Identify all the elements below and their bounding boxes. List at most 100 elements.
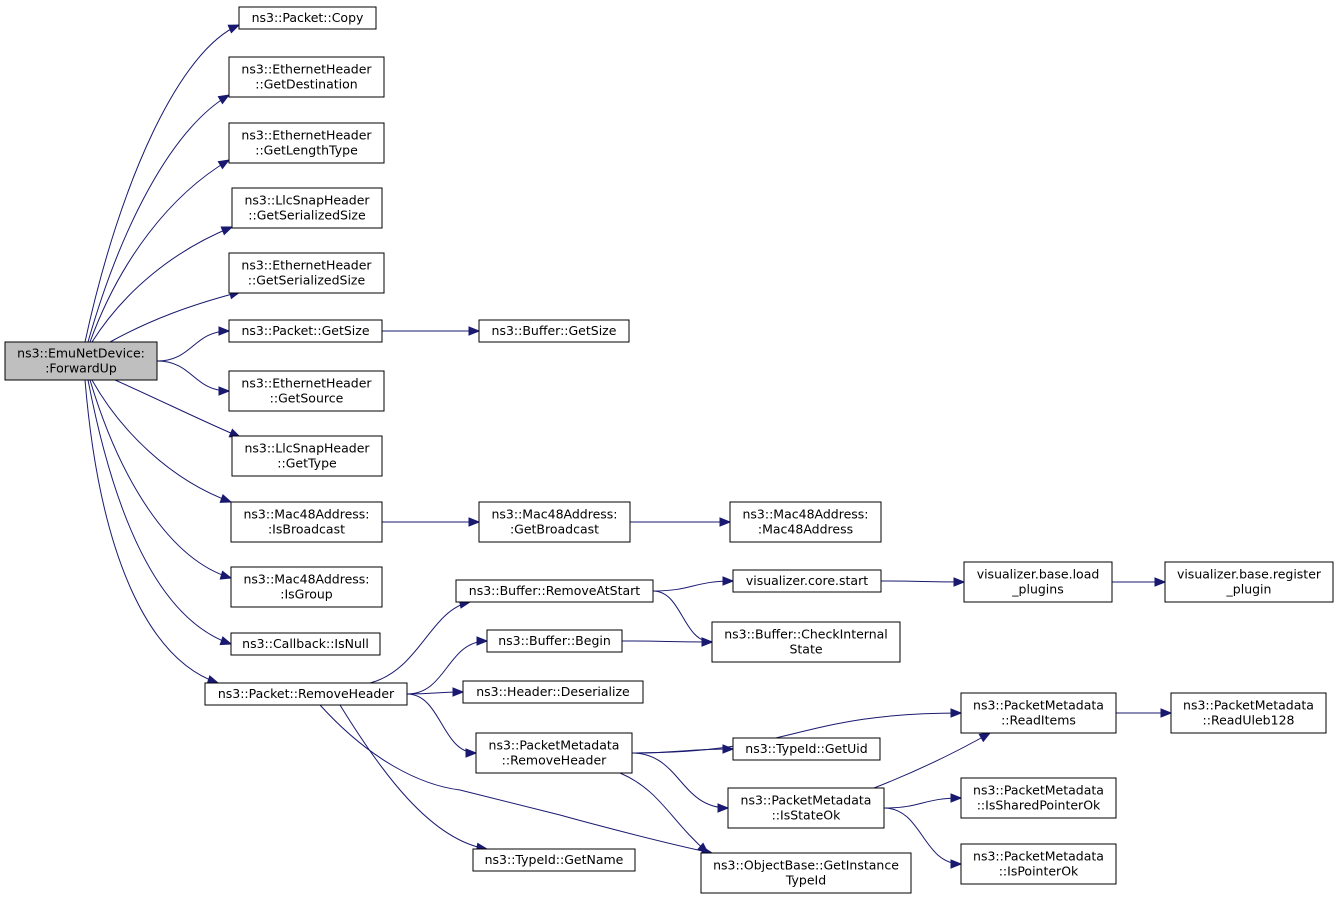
node-box[interactable] bbox=[1170, 692, 1327, 734]
node-box[interactable] bbox=[478, 501, 631, 543]
node-pmpo[interactable]: ns3::PacketMetadata::IsPointerOk bbox=[960, 843, 1117, 885]
edge-root-pgs bbox=[156, 326, 231, 362]
node-tgn[interactable]: ns3::TypeId::GetName bbox=[472, 848, 636, 872]
node-llcss[interactable]: ns3::LlcSnapHeader::GetSerializedSize bbox=[231, 187, 383, 229]
node-box[interactable] bbox=[228, 252, 385, 294]
node-llct[interactable]: ns3::LlcSnapHeader::GetType bbox=[231, 435, 383, 477]
arrowhead-icon bbox=[1154, 577, 1167, 587]
node-box[interactable] bbox=[230, 501, 383, 543]
node-label: ::GetSource bbox=[270, 391, 344, 406]
node-label: ns3::Mac48Address: bbox=[742, 507, 868, 522]
arrowhead-icon bbox=[468, 326, 481, 336]
edge-line bbox=[84, 379, 219, 684]
node-vcs[interactable]: visualizer.core.start bbox=[732, 569, 882, 593]
node-label: ns3::Buffer::GetSize bbox=[492, 323, 617, 338]
arrowhead-icon bbox=[217, 94, 231, 105]
node-pmru[interactable]: ns3::PacketMetadata::ReadUleb128 bbox=[1170, 692, 1327, 734]
node-pmrh[interactable]: ns3::PacketMetadata::RemoveHeader bbox=[475, 732, 633, 774]
node-bras[interactable]: ns3::Buffer::RemoveAtStart bbox=[455, 579, 654, 603]
node-bgs[interactable]: ns3::Buffer::GetSize bbox=[478, 319, 630, 343]
arrowhead-icon bbox=[1160, 708, 1173, 718]
node-box[interactable] bbox=[727, 787, 885, 829]
node-pmri[interactable]: ns3::PacketMetadata::ReadItems bbox=[960, 692, 1117, 734]
edge-line bbox=[883, 797, 962, 809]
node-box[interactable] bbox=[230, 632, 381, 656]
node-ehlt[interactable]: ns3::EthernetHeader::GetLengthType bbox=[228, 122, 385, 164]
node-tgu[interactable]: ns3::TypeId::GetUid bbox=[732, 737, 881, 761]
node-cbnull[interactable]: ns3::Callback::IsNull bbox=[230, 632, 381, 656]
node-box[interactable] bbox=[4, 341, 158, 381]
node-label: ns3::EthernetHeader bbox=[241, 128, 372, 143]
node-box[interactable] bbox=[472, 848, 636, 872]
edge-root-cbnull bbox=[87, 379, 233, 646]
arrowhead-icon bbox=[219, 493, 233, 503]
node-box[interactable] bbox=[462, 680, 644, 704]
node-box[interactable] bbox=[455, 579, 654, 603]
node-box[interactable] bbox=[960, 777, 1117, 819]
node-label: ns3::PacketMetadata bbox=[741, 793, 872, 808]
node-box[interactable] bbox=[228, 56, 385, 98]
node-box[interactable] bbox=[711, 621, 901, 663]
node-label: TypeId bbox=[785, 873, 826, 888]
edge-macib-macgb bbox=[382, 517, 481, 527]
node-box[interactable] bbox=[1164, 561, 1334, 603]
edge-line bbox=[406, 640, 488, 695]
node-box[interactable] bbox=[478, 319, 630, 343]
edge-macgb-macctor bbox=[630, 517, 732, 527]
node-pmsp[interactable]: ns3::PacketMetadata::IsSharedPointerOk bbox=[960, 777, 1117, 819]
edge-bras-bci bbox=[652, 590, 714, 647]
node-box[interactable] bbox=[732, 737, 881, 761]
node-vbrp[interactable]: visualizer.base.register_plugin bbox=[1164, 561, 1334, 603]
node-vblp[interactable]: visualizer.base.load_plugins bbox=[963, 561, 1113, 603]
node-root[interactable]: ns3::EmuNetDevice::ForwardUp bbox=[4, 341, 158, 381]
node-box[interactable] bbox=[228, 319, 383, 343]
edge-root-llcss bbox=[91, 226, 234, 343]
node-prh[interactable]: ns3::Packet::RemoveHeader bbox=[204, 682, 408, 706]
node-macig[interactable]: ns3::Mac48Address::IsGroup bbox=[230, 566, 383, 608]
arrowhead-icon bbox=[950, 859, 963, 869]
edge-line bbox=[114, 379, 241, 438]
edge-line bbox=[91, 379, 232, 503]
node-box[interactable] bbox=[486, 629, 623, 653]
node-macgb[interactable]: ns3::Mac48Address::GetBroadcast bbox=[478, 501, 631, 543]
node-box[interactable] bbox=[231, 435, 383, 477]
node-pmso[interactable]: ns3::PacketMetadata::IsStateOk bbox=[727, 787, 885, 829]
node-macctor[interactable]: ns3::Mac48Address::Mac48Address bbox=[729, 501, 882, 543]
node-box[interactable] bbox=[475, 732, 633, 774]
node-box[interactable] bbox=[963, 561, 1113, 603]
node-box[interactable] bbox=[960, 843, 1117, 885]
node-box[interactable] bbox=[230, 566, 383, 608]
node-macib[interactable]: ns3::Mac48Address::IsBroadcast bbox=[230, 501, 383, 543]
node-bbeg[interactable]: ns3::Buffer::Begin bbox=[486, 629, 623, 653]
node-pgs[interactable]: ns3::Packet::GetSize bbox=[228, 319, 383, 343]
node-box[interactable] bbox=[231, 187, 383, 229]
edge-pmrh-obgi bbox=[619, 772, 710, 854]
node-box[interactable] bbox=[228, 370, 385, 412]
edge-line bbox=[631, 752, 729, 809]
edge-prh-bbeg bbox=[406, 636, 489, 695]
node-label: ns3::EmuNetDevice: bbox=[17, 346, 145, 361]
node-box[interactable] bbox=[228, 122, 385, 164]
edge-pgs-bgs bbox=[382, 326, 481, 336]
arrowhead-icon bbox=[950, 793, 963, 803]
node-box[interactable] bbox=[960, 692, 1117, 734]
node-ehss[interactable]: ns3::EthernetHeader::GetSerializedSize bbox=[228, 252, 385, 294]
node-box[interactable] bbox=[700, 852, 912, 894]
edge-root-ehdst bbox=[87, 94, 231, 343]
node-hdes[interactable]: ns3::Header::Deserialize bbox=[462, 680, 644, 704]
node-label: ns3::Header::Deserialize bbox=[476, 684, 630, 699]
node-box[interactable] bbox=[729, 501, 882, 543]
node-ehdst[interactable]: ns3::EthernetHeader::GetDestination bbox=[228, 56, 385, 98]
node-box[interactable] bbox=[732, 569, 882, 593]
node-copy[interactable]: ns3::Packet::Copy bbox=[238, 6, 377, 30]
node-box[interactable] bbox=[238, 6, 377, 30]
node-label: ns3::Buffer::CheckInternal bbox=[724, 627, 888, 642]
node-box[interactable] bbox=[204, 682, 408, 706]
node-label: ns3::Mac48Address: bbox=[243, 507, 369, 522]
edge-line bbox=[883, 807, 962, 865]
nodes-layer: ns3::EmuNetDevice::ForwardUpns3::Packet:… bbox=[4, 6, 1334, 894]
node-label: ns3::Packet::GetSize bbox=[241, 323, 369, 338]
node-ehsrc[interactable]: ns3::EthernetHeader::GetSource bbox=[228, 370, 385, 412]
